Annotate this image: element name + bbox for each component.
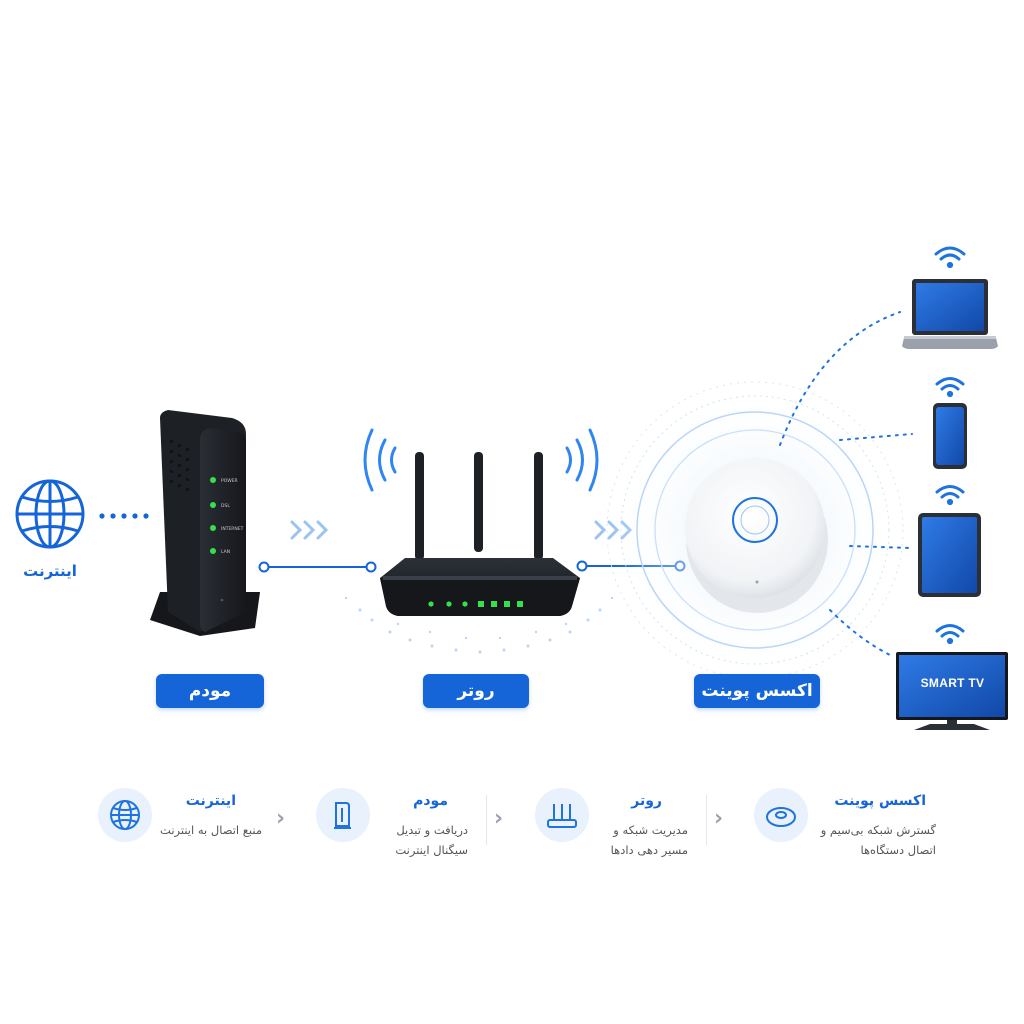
svg-text:INTERNET: INTERNET: [221, 526, 244, 532]
internet-globe-icon: [15, 479, 85, 549]
modem-led-lan: LAN: [210, 548, 230, 555]
router-label: روتر: [423, 674, 529, 708]
tablet-device: [918, 485, 981, 597]
wifi-icon: [935, 377, 965, 398]
chevron-right-icon: ›: [714, 806, 724, 831]
modem-router-link: [258, 561, 377, 573]
globe-icon: [98, 788, 152, 842]
legend-divider: [706, 795, 707, 845]
chevron-right-icon: ›: [494, 806, 504, 831]
access-point-device: [685, 458, 828, 613]
internet-link-dots: [99, 513, 149, 519]
modem-led-internet: INTERNET: [210, 525, 244, 532]
modem-icon: [316, 788, 370, 842]
wifi-icon: [934, 246, 966, 269]
router-icon: [535, 788, 589, 842]
router-signal-dots: [344, 596, 614, 654]
router-wifi-waves-icon: [363, 428, 599, 492]
modem-device: POWER DSL INTERNET LAN: [150, 410, 260, 636]
legend-ap-desc-line2: اتصال دستگاه‌ها: [860, 843, 936, 857]
svg-text:DSL: DSL: [221, 503, 230, 509]
legend-router-title: روتر: [631, 793, 662, 809]
svg-text:LAN: LAN: [221, 549, 230, 555]
smartphone-device: [933, 377, 967, 469]
legend-divider: [486, 795, 487, 845]
access-point-label: اکسس پوینت: [694, 674, 820, 708]
laptop-device: [902, 246, 998, 349]
legend-modem-desc-line1: دریافت و تبدیل: [396, 823, 468, 837]
wifi-icon: [935, 485, 965, 506]
legend-internet-title: اینترنت: [185, 793, 236, 809]
internet-label: اینترنت: [23, 562, 77, 580]
legend-router-desc-line2: مسیر دهی دادها: [610, 843, 688, 857]
flow-chevrons-1: [290, 520, 329, 540]
smart-tv-label: SMART TV: [920, 676, 985, 690]
wifi-icon: [935, 624, 965, 645]
svg-text:POWER: POWER: [221, 478, 238, 484]
legend-router-desc-line1: مدیریت شبکه و: [613, 823, 688, 837]
ap-device-links: [779, 311, 913, 656]
legend-modem-desc-line2: سیگنال اینترنت: [395, 843, 468, 857]
chevron-right-icon: ›: [276, 806, 286, 831]
router-device: [380, 452, 580, 616]
modem-led-dsl: DSL: [210, 502, 230, 509]
modem-led-power: POWER: [210, 477, 238, 484]
legend-ap-desc-line1: گسترش شبکه بی‌سیم و: [820, 823, 936, 837]
legend-ap-title: اکسس پوینت: [834, 793, 926, 809]
legend-modem-title: مودم: [413, 793, 448, 809]
legend-internet-desc: منبع اتصال به اینترنت: [160, 823, 262, 837]
access-point-icon: [754, 788, 808, 842]
smart-tv-device: [896, 624, 1008, 730]
modem-label: مودم: [156, 674, 264, 708]
